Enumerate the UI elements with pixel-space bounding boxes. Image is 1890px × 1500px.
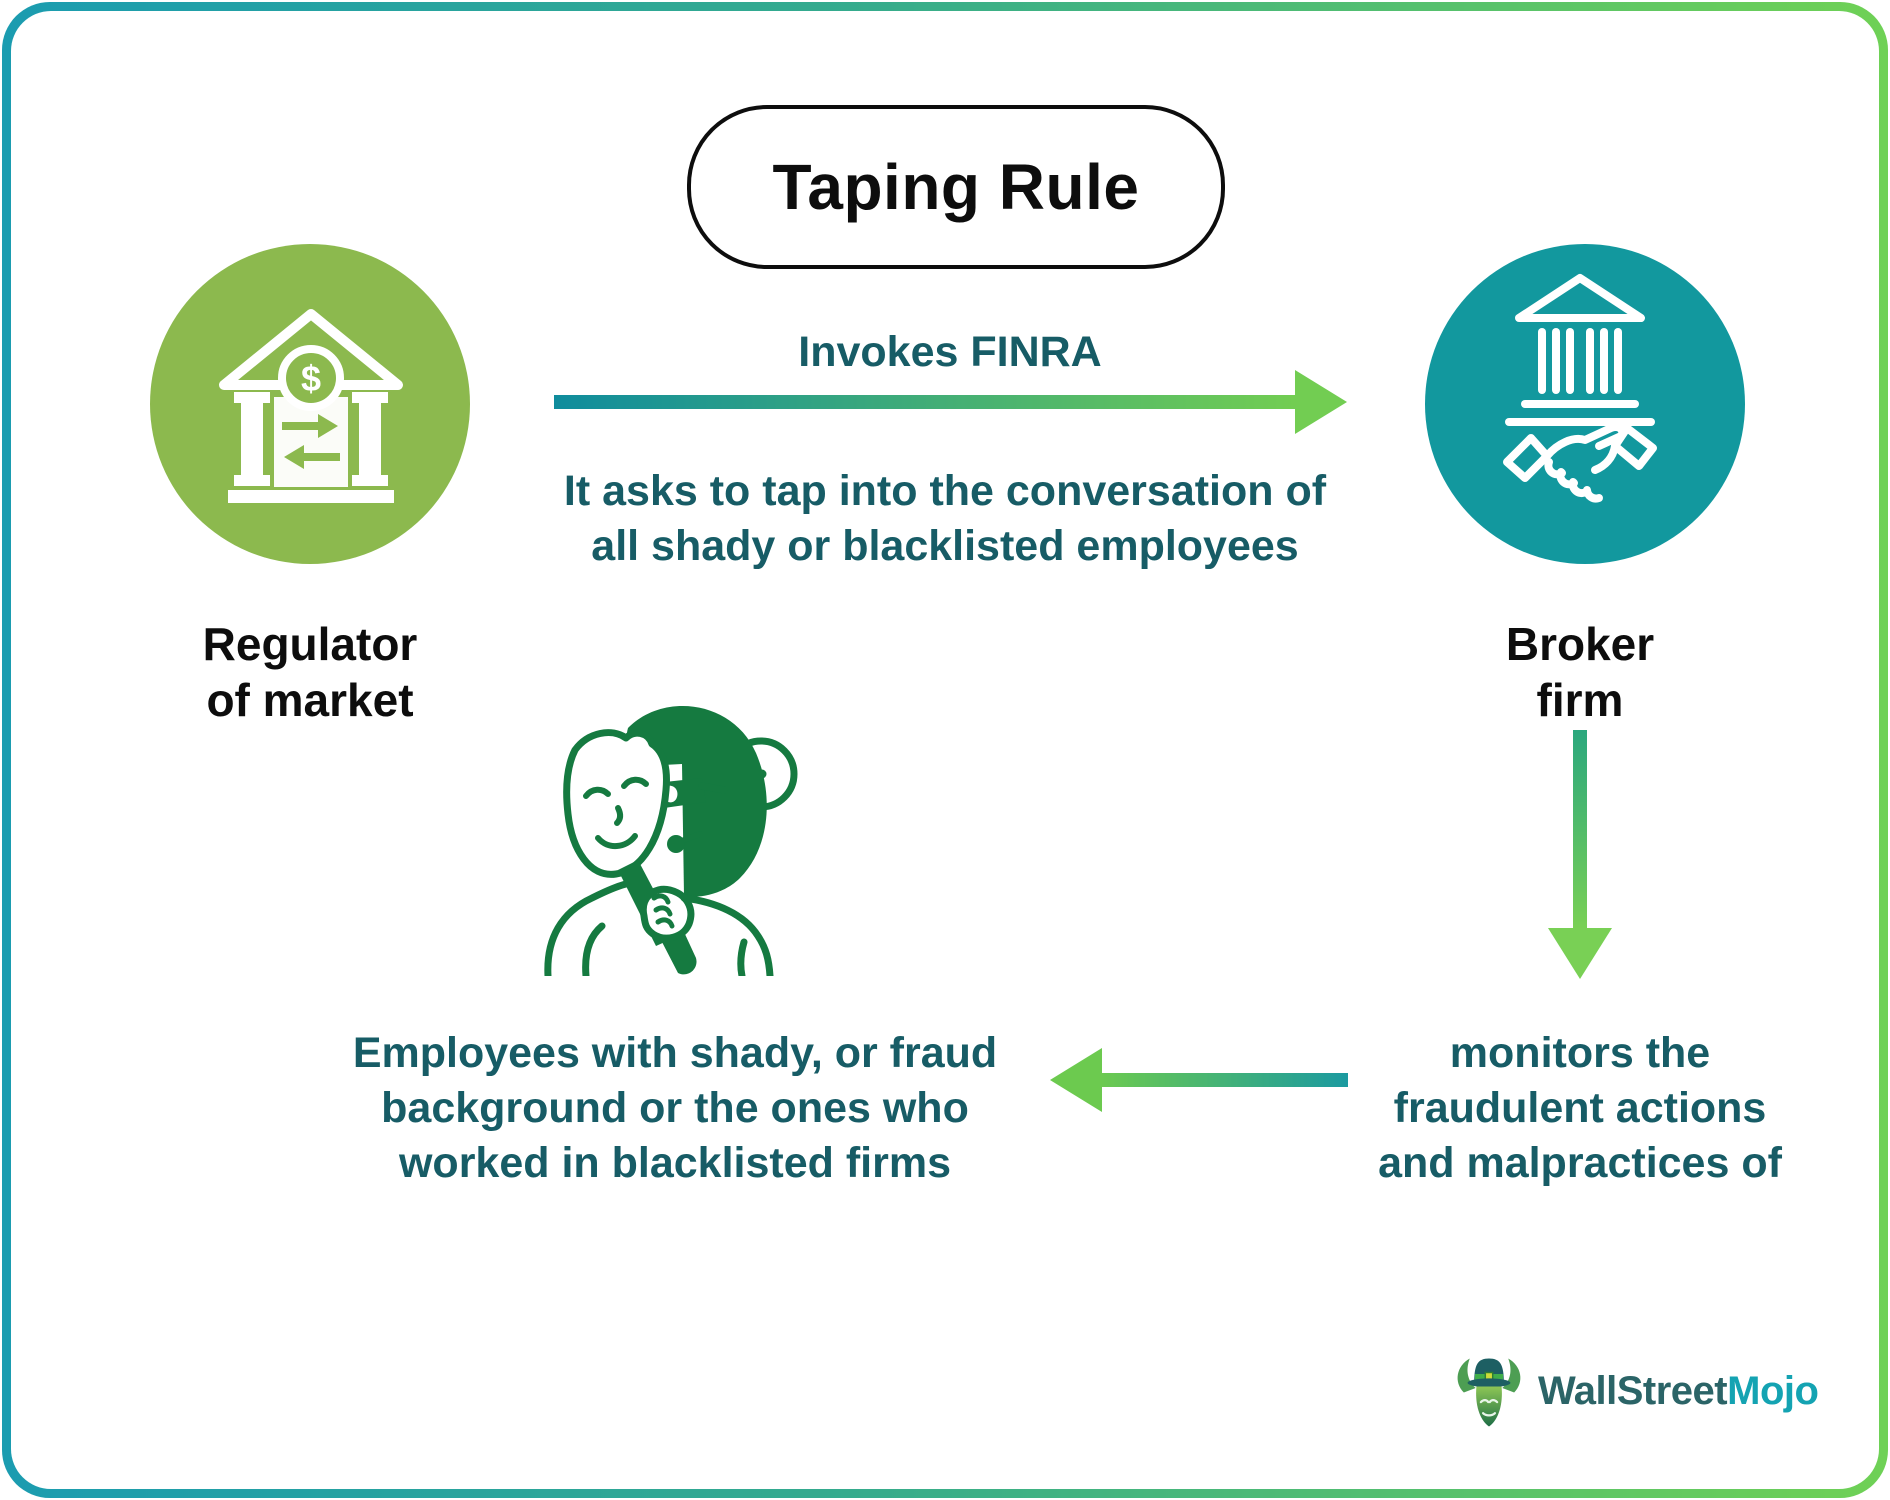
broker-label: Broker firm: [1505, 618, 1655, 726]
invoke-description-line1: It asks to tap into the conversation of: [563, 467, 1327, 515]
broker-node: [1425, 244, 1745, 564]
bank-handshake-icon: [1503, 274, 1657, 503]
regulator-node: $: [150, 244, 470, 564]
title-pill: Taping Rule: [687, 105, 1225, 269]
invoke-description-line2: all shady or blacklisted employees: [591, 522, 1299, 570]
mask-spy-illustration: [544, 705, 798, 976]
employees-text: Employees with shady, or fraud backgroun…: [352, 1029, 998, 1187]
employees-arrow-left: [1050, 1048, 1348, 1112]
invokes-finra-label: Invokes FINRA: [798, 328, 1102, 376]
invoke-arrow-right: [554, 370, 1347, 434]
monitors-text: monitors the fraudulent actions and malp…: [1378, 1029, 1782, 1187]
logo-text-primary: WallStreet: [1538, 1368, 1728, 1413]
wallstreetmojo-logo: WallStreetMojo: [1452, 1352, 1819, 1430]
regulator-label: Regulator of market: [202, 618, 418, 726]
page-title: Taping Rule: [772, 151, 1140, 223]
logo-text: WallStreetMojo: [1538, 1368, 1819, 1414]
invoke-description: It asks to tap into the conversation of …: [545, 464, 1345, 574]
bank-exchange-icon: $: [219, 309, 403, 503]
wallstreetmojo-bull-icon: [1457, 1358, 1521, 1427]
dollar-glyph: $: [301, 358, 321, 399]
monitor-arrow-down: [1548, 730, 1612, 979]
logo-text-accent: Mojo: [1727, 1368, 1819, 1413]
